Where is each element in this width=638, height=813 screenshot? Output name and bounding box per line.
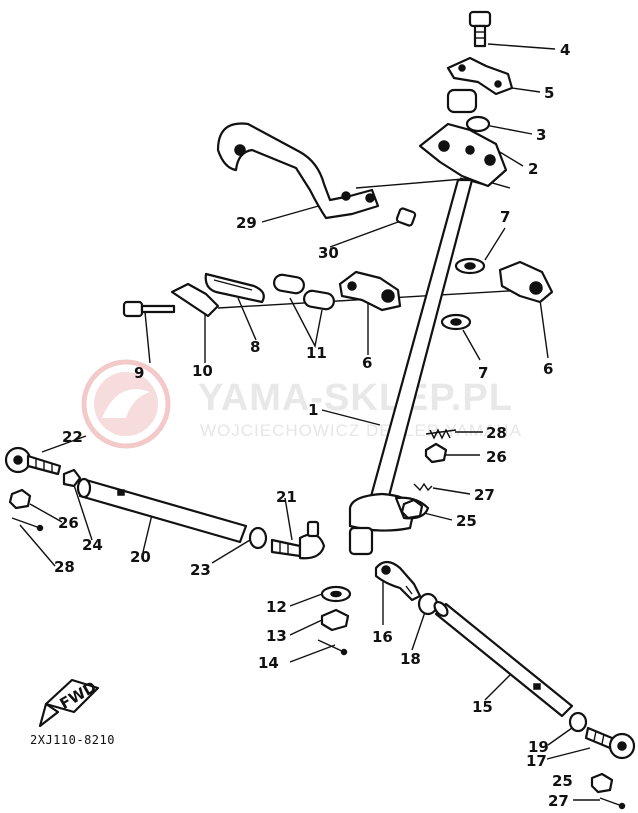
callout-8: 8: [250, 338, 260, 356]
part-tie-rod-end-right-outer: [584, 726, 636, 760]
part-bushing: [446, 88, 491, 133]
callout-21: 21: [276, 488, 297, 506]
callout-27-lower: 27: [548, 792, 569, 810]
part-nut-24: [62, 468, 82, 488]
part-bracket-arm: [216, 122, 380, 220]
part-bolt-9: [122, 300, 176, 318]
steering-column: [348, 178, 474, 556]
part-castle-nut-right: [424, 442, 448, 464]
watermark-brand: YAMA-SKLEP.PL: [198, 377, 513, 419]
part-nut-25-upper: [400, 498, 424, 520]
callout-22: 22: [62, 428, 83, 446]
callout-27-upper: 27: [474, 486, 495, 504]
part-castle-nut-13: [320, 608, 350, 632]
part-locknut-23: [248, 526, 268, 550]
part-plate: [446, 56, 514, 96]
callout-19: 19: [528, 738, 549, 756]
part-bolt-top: [468, 10, 492, 48]
watermark-logo: [81, 359, 171, 449]
callout-4: 4: [560, 41, 570, 59]
callout-7-lower: 7: [478, 364, 488, 382]
callout-11: 11: [306, 344, 327, 362]
callout-7-upper: 7: [500, 208, 510, 226]
part-bolt-30: [395, 207, 417, 227]
callout-26-right: 26: [486, 448, 507, 466]
part-collar-7-upper: [454, 257, 486, 275]
callout-2: 2: [528, 160, 538, 178]
callout-17: 17: [526, 752, 547, 770]
callout-30: 30: [318, 244, 339, 262]
part-tie-rod-right: [433, 600, 574, 718]
part-clamp-6-right: [498, 260, 554, 304]
part-cotter-pin-right: [413, 482, 433, 492]
callout-26-left: 26: [58, 514, 79, 532]
callout-10: 10: [192, 362, 213, 380]
part-tie-rod-end-right-inner: [374, 560, 422, 602]
callout-6-left: 6: [362, 354, 372, 372]
callout-6-right: 6: [543, 360, 553, 378]
part-collar-7-lower: [440, 313, 472, 331]
part-tie-rod-end-inner: [270, 520, 326, 560]
callout-1: 1: [308, 401, 318, 419]
callout-28-left: 28: [54, 558, 75, 576]
callout-23: 23: [190, 561, 211, 579]
callout-14: 14: [258, 654, 279, 672]
part-link-plate: [204, 272, 265, 304]
callout-25-upper: 25: [456, 512, 477, 530]
part-clamp-6-left: [338, 270, 402, 312]
part-cotter-pin-27-lower: [599, 797, 626, 810]
part-nut-25-lower: [590, 772, 614, 794]
callout-labels: 4 5 3 2 29 30 7 8 9 10 11 6 7 6 1 22 28 …: [54, 41, 573, 810]
part-small-bracket: [170, 282, 220, 318]
part-castle-nut-left: [8, 488, 32, 510]
part-cotter-pin-left: [11, 517, 44, 532]
callout-16: 16: [372, 628, 393, 646]
part-tie-rod-end-left: [4, 446, 62, 476]
part-upper-bracket: [418, 122, 508, 188]
part-cotter-pin-14: [317, 639, 348, 656]
part-cotter-pin-right-top: [425, 428, 457, 440]
callout-5: 5: [544, 84, 554, 102]
part-bushings-11: [273, 273, 335, 311]
callout-25-lower: 25: [552, 772, 573, 790]
part-locknut-19: [568, 711, 588, 733]
callout-28-right: 28: [486, 424, 507, 442]
callout-24: 24: [82, 536, 103, 554]
part-washer-12: [320, 585, 352, 603]
part-tie-rod-left: [76, 477, 248, 544]
callout-29: 29: [236, 214, 257, 232]
callout-18: 18: [400, 650, 421, 668]
callout-12: 12: [266, 598, 287, 616]
callout-13: 13: [266, 627, 287, 645]
callout-15: 15: [472, 698, 493, 716]
watermark-tagline: WOJCIECHOWICZ DEALER YAMAHA: [200, 421, 522, 440]
fwd-arrow-icon: FWD: [38, 678, 100, 728]
callout-9: 9: [134, 364, 144, 382]
diagram-code: 2XJ110-8210: [30, 733, 115, 747]
callout-20: 20: [130, 548, 151, 566]
callout-3: 3: [536, 126, 546, 144]
watermark: YAMA-SKLEP.PL WOJCIECHOWICZ DEALER YAMAH…: [81, 359, 522, 449]
